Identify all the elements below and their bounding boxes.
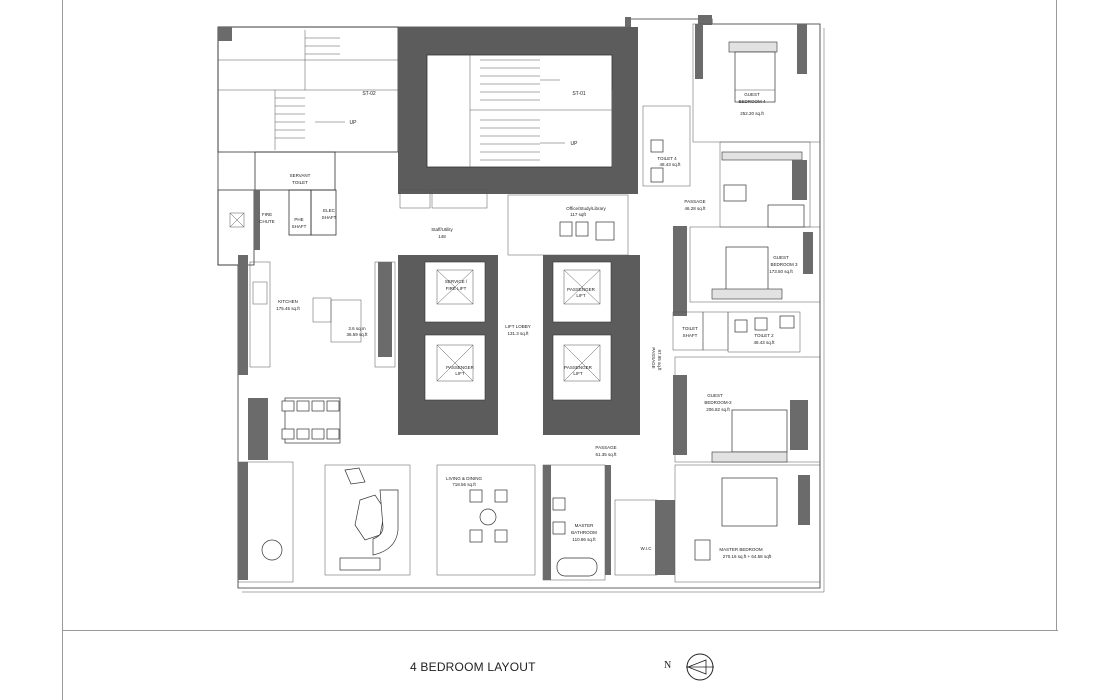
label-passage-top-area: 46.28 sq.ft [684,206,706,211]
label-phe: PHE [294,217,303,222]
label-passage-mid-area: 61.35 sq.ft [595,452,617,457]
label-passenger-lift-1b: LIFT [576,293,586,298]
label-living: LIVING & DINING [446,476,483,481]
label-st01: ST-01 [572,91,586,97]
label-service-lift: SERVICE / [445,279,468,284]
label-staff-utility-area: 148 [438,234,446,239]
label-passage-vert: PASSAGE [651,347,656,368]
label-wic: W.I.C [641,546,653,551]
label-guest4: GUEST [744,92,760,97]
label-passage-vert-area: 97.95 sq.ft [657,349,662,371]
north-arrow-icon [686,653,714,681]
label-master-bed-area: 270.16 sq.ft + 64.58 sqft [723,554,772,559]
toilet-2-block: TOILET SHAFT TOILET 2 48.43 sq.ft [672,311,801,353]
stair-st02: ST-02 UP [217,26,399,153]
label-guest4-2: BEDROOM 4 [738,99,766,104]
label-master-bath-area: 110.86 sq.ft [572,537,596,542]
passage-vertical: PASSAGE 97.95 sq.ft [651,347,662,371]
label-servant: SERVANT [290,173,311,178]
label-toilet2-area: 48.43 sq.ft [753,340,775,345]
label-guest3-area: 173.50 sq.ft [769,269,793,274]
guest-bedroom-2: GUEST BEDROOM-2 206.82 sq.ft [673,356,821,463]
label-fire-chute: CHUTE [259,219,275,224]
label-passage-mid: PASSAGE [595,445,616,450]
label-master-bath-2: BATHROOM [571,530,597,535]
guest-bedroom-4: GUEST BEDROOM 4 252.20 sq.ft [692,23,821,143]
north-letter: N [664,660,672,671]
label-toilet4-area: 48.43 sq.ft [659,162,681,167]
label-guest2-2: BEDROOM-2 [704,400,732,405]
label-elec-shaft: SHAFT [322,215,337,220]
label-st02-up: UP [350,120,358,126]
label-guest4-area: 252.20 sq.ft [740,111,764,116]
toilet-4-passage: TOILET 4 48.43 sq.ft PASSAGE 46.28 sq.ft [642,105,811,228]
label-passage-top: PASSAGE [684,199,705,204]
frame-divider-line [62,630,1058,631]
guest-bedroom-3: GUEST BEDROOM 3 173.50 sq.ft [673,226,821,316]
label-master-bath: MASTER [575,523,595,528]
frame-right-line [1056,0,1057,630]
dining-table [248,397,341,460]
label-guest2: GUEST [707,393,723,398]
label-st02: ST-02 [362,91,376,97]
label-toilet4: TOILET 4 [657,156,677,161]
label-passenger-lift-3: PASSENGER [564,365,592,370]
label-passenger-lift-2b: LIFT [455,371,465,376]
label-guest3: GUEST [773,255,789,260]
label-elec: ELEC [323,208,336,213]
service-block: SERVANT TOILET FIRE CHUTE PHE SHAFT ELEC… [217,151,337,266]
living-dining: LIVING & DINING 718.56 sq.ft [237,461,536,583]
label-passenger-lift-2: PASSENGER [446,365,474,370]
core-st01: ST-01 UP [398,27,638,194]
label-passenger-lift-1: PASSENGER [567,287,595,292]
label-toilet2: TOILET 2 [754,333,774,338]
lift-core: SERVICE / FIRE LIFT PASSENGER LIFT PASSE… [398,255,640,435]
label-small-room: 3.6 sq.m [348,326,366,331]
label-guest2-area: 206.82 sq.ft [706,407,730,412]
label-phe-shaft: SHAFT [292,224,307,229]
frame-left-line [62,0,63,700]
label-st01-up: UP [571,141,579,147]
layout-title: 4 BEDROOM LAYOUT [410,660,536,674]
label-lift-lobby-area: 131.3 sq.ft [507,331,529,336]
label-toilet-shaft-2: SHAFT [683,333,698,338]
staff-utility-office: Staff/Utility 148 Office/Study/Library 1… [399,189,629,256]
label-lift-lobby: LIFT LOBBY [505,324,530,329]
north-arrow: N [664,652,724,682]
kitchen: KITCHEN 175.45 sq.ft 3.6 sq.m 36.59 sq.f… [238,255,396,375]
floor-plan: ST-02 UP ST-01 UP [217,15,825,593]
label-living-area: 718.56 sq.ft [452,482,476,487]
label-kitchen-area: 175.45 sq.ft [276,306,300,311]
label-staff-utility: Staff/Utility [431,227,453,232]
label-fire: FIRE [262,212,272,217]
label-toilet-shaft: TOILET [682,326,698,331]
label-small-room-area: 36.59 sq.ft [346,332,368,337]
label-passenger-lift-3b: LIFT [573,371,583,376]
label-kitchen: KITCHEN [278,299,298,304]
label-guest3-2: BEDROOM 3 [770,262,798,267]
label-service-lift-2: FIRE LIFT [446,286,467,291]
label-servant-toilet: TOILET [292,180,308,185]
label-master-bed: MASTER BEDROOM [719,547,763,552]
master-suite: MASTER BATHROOM 110.86 sq.ft W.I.C MASTE… [542,464,821,583]
label-office: Office/Study/Library [566,206,606,211]
label-office-area: 117 sqft [570,212,586,217]
